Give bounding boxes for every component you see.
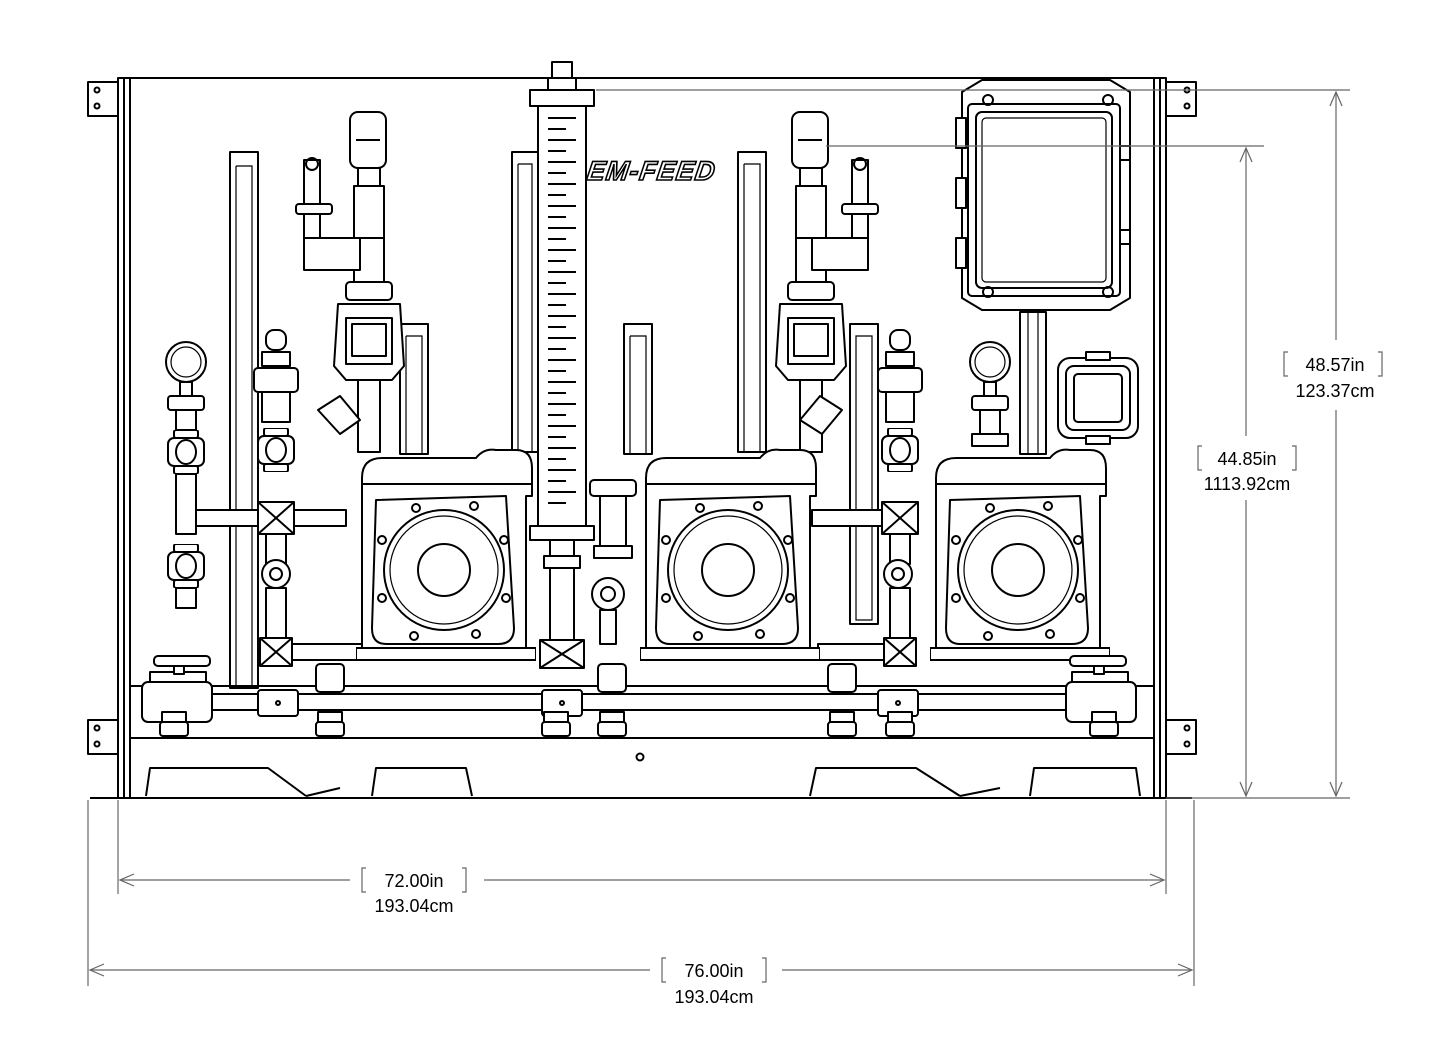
pulsation-dampener-left (253, 329, 363, 667)
overall-width-inches: 76.00in (684, 961, 743, 981)
inner-width-cm: 193.04cm (374, 896, 453, 916)
metering-pump-1 (356, 448, 536, 661)
center-check-valve (589, 479, 637, 645)
mounting-brackets (87, 81, 1197, 755)
overall-width-cm: 193.04cm (674, 987, 753, 1007)
flow-meter-right (775, 111, 879, 453)
metering-pump-3 (930, 448, 1110, 661)
overall-height-inches: 48.57in (1305, 355, 1364, 375)
pump-controller-box (1057, 351, 1139, 445)
inner-height-inches: 44.85in (1217, 449, 1276, 469)
pressure-gauge-right (969, 341, 1011, 447)
dimension-labels: 48.57in 123.37cm 44.85in 1113.92cm 72.00… (374, 355, 1374, 1007)
flow-meter-left (295, 111, 405, 453)
brand-logo-text: EM-FEED (585, 155, 718, 186)
metering-pump-2 (640, 448, 820, 661)
inner-height-cm: 1113.92cm (1204, 474, 1290, 494)
dimension-lines (87, 89, 1383, 986)
inner-width-inches: 72.00in (384, 871, 443, 891)
pulsation-dampener-right (811, 329, 923, 667)
overall-height-cm: 123.37cm (1295, 381, 1374, 401)
calibration-column (529, 61, 595, 669)
control-panel-enclosure (955, 79, 1131, 311)
skid-frame (90, 77, 1192, 799)
discharge-manifold (141, 655, 1137, 737)
